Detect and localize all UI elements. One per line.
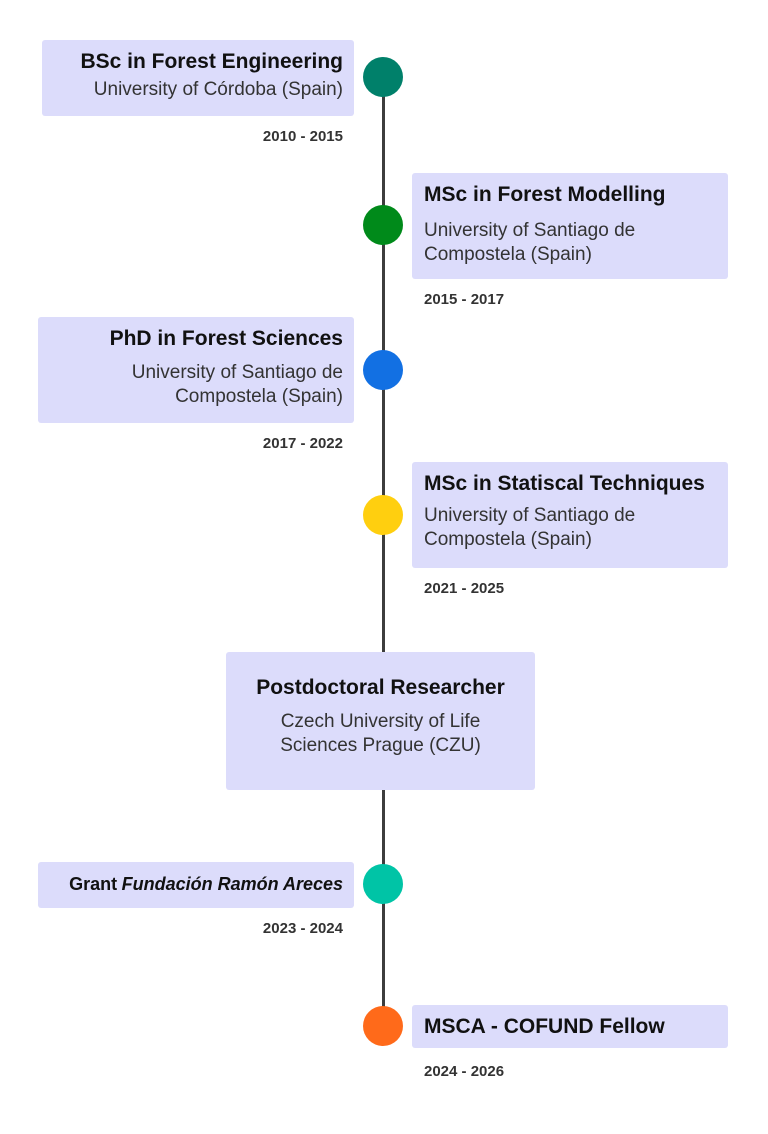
card-title: MSc in Forest Modelling [424, 183, 666, 206]
card-title: Postdoctoral Researcher [256, 676, 505, 699]
timeline-dot-bsc [363, 57, 403, 97]
card-title: BSc in Forest Engineering [80, 50, 343, 73]
date-range-msc-statistics: 2021 - 2025 [424, 580, 505, 597]
timeline-card-phd: PhD in Forest Sciences University of San… [38, 317, 354, 423]
timeline-axis [382, 77, 385, 1027]
timeline-card-msca: MSCA - COFUND Fellow [412, 1005, 728, 1048]
card-subtitle-line-2: Compostela (Spain) [175, 386, 343, 407]
card-subtitle-line-1: Czech University of Life [280, 711, 481, 732]
timeline-dot-grant [363, 864, 403, 904]
timeline-card-msc-modelling: MSc in Forest Modelling University of Sa… [412, 173, 728, 279]
card-subtitle-line-2: Sciences Prague (CZU) [280, 735, 481, 756]
card-title: PhD in Forest Sciences [109, 327, 343, 350]
date-range-bsc: 2010 - 2015 [262, 128, 343, 145]
date-range-msca: 2024 - 2026 [424, 1063, 505, 1080]
date-range-phd: 2017 - 2022 [262, 435, 343, 452]
timeline-card-postdoc: Postdoctoral Researcher Czech University… [226, 652, 535, 790]
card-subtitle-line-2: Compostela (Spain) [424, 529, 592, 550]
card-subtitle-line-1: University of Santiago de [131, 362, 343, 383]
timeline-dot-msca [363, 1006, 403, 1046]
card-subtitle-line-1: University of Santiago de [424, 220, 636, 241]
timeline-card-msc-statistics: MSc in Statiscal Techniques University o… [412, 462, 728, 568]
date-range-msc-modelling: 2015 - 2017 [424, 291, 505, 308]
card-subtitle-line-1: University of Santiago de [424, 505, 636, 526]
card-title: MSCA - COFUND Fellow [424, 1015, 665, 1038]
date-range-grant: 2023 - 2024 [262, 920, 343, 937]
timeline-dot-phd [363, 350, 403, 390]
timeline-dot-msc-modelling [363, 205, 403, 245]
card-title: MSc in Statiscal Techniques [424, 472, 705, 495]
card-subtitle-line-2: Compostela (Spain) [424, 244, 592, 265]
card-subtitle: University of Córdoba (Spain) [93, 79, 343, 100]
timeline-card-grant: Grant Fundación Ramón Areces [38, 862, 354, 908]
grant-label: Grant [69, 874, 118, 894]
timeline-dot-msc-statistics [363, 495, 403, 535]
grant-foundation-name: Fundación Ramón Areces [121, 874, 343, 894]
timeline-card-bsc: BSc in Forest Engineering University of … [42, 40, 354, 116]
